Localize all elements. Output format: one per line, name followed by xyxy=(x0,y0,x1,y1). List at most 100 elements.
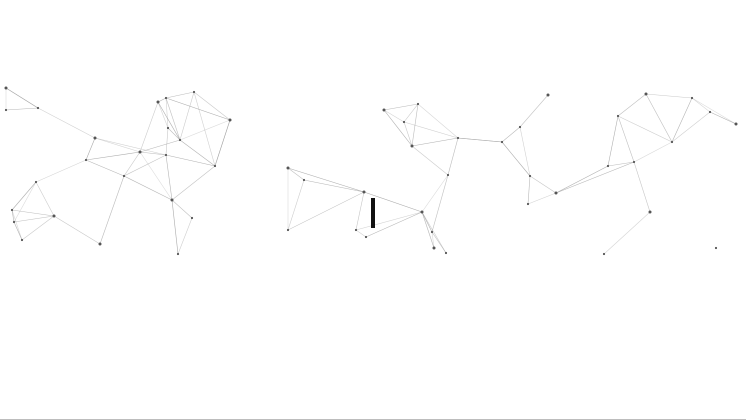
network-node xyxy=(228,118,232,122)
network-edge xyxy=(53,215,101,245)
network-edge xyxy=(13,181,37,223)
network-node xyxy=(170,198,174,202)
network-node xyxy=(528,174,532,178)
network-edge xyxy=(411,103,419,147)
network-node xyxy=(20,238,24,242)
network-edge xyxy=(11,181,37,211)
network-edge xyxy=(403,103,419,123)
network-edge xyxy=(11,209,23,241)
network-edge xyxy=(617,115,673,143)
network-node xyxy=(178,138,182,142)
network-edge xyxy=(177,217,193,255)
network-edge xyxy=(179,91,195,141)
text-cursor xyxy=(371,198,375,228)
network-node xyxy=(518,125,522,129)
network-edge xyxy=(431,231,435,249)
network-edge xyxy=(383,109,405,123)
network-edge xyxy=(431,231,447,254)
network-node xyxy=(500,140,504,144)
network-node xyxy=(546,93,550,97)
network-edge xyxy=(365,211,423,238)
network-edge xyxy=(85,159,125,177)
network-node xyxy=(362,190,366,194)
network-node xyxy=(122,174,126,178)
network-node xyxy=(52,214,56,218)
network-node xyxy=(164,153,168,157)
network-node xyxy=(286,228,290,232)
network-edge xyxy=(431,174,449,233)
network-edge xyxy=(403,121,459,139)
network-edge xyxy=(287,167,305,181)
network-node xyxy=(176,252,180,256)
network-node xyxy=(606,164,610,168)
network-edge xyxy=(193,91,231,121)
network-node xyxy=(12,220,16,224)
network-edge xyxy=(691,97,737,125)
network-edge xyxy=(11,209,55,217)
network-node xyxy=(4,108,8,112)
network-node xyxy=(616,114,620,118)
network-edge xyxy=(179,139,216,167)
network-node xyxy=(734,122,738,126)
network-edge xyxy=(165,97,181,141)
network-edge xyxy=(633,161,651,213)
network-node xyxy=(364,235,368,239)
network-edge xyxy=(165,154,173,201)
network-edge xyxy=(35,159,87,183)
network-edge xyxy=(287,179,305,231)
network-edge xyxy=(501,126,521,143)
network-node xyxy=(430,230,434,234)
network-edge xyxy=(85,137,96,161)
network-edge xyxy=(214,119,231,167)
network-edge xyxy=(527,175,531,205)
network-edges xyxy=(5,87,737,255)
network-node xyxy=(156,100,160,104)
network-edge xyxy=(527,192,557,205)
network-node xyxy=(402,120,406,124)
network-edge xyxy=(617,93,647,117)
network-node xyxy=(190,216,194,220)
network-edge xyxy=(617,115,635,163)
network-node xyxy=(166,126,170,130)
network-node xyxy=(690,96,694,100)
network-edge xyxy=(287,191,365,231)
network-edge xyxy=(165,97,231,121)
network-edge xyxy=(421,211,447,254)
network-edge xyxy=(645,93,673,143)
network-edge xyxy=(171,199,179,255)
network-edge xyxy=(529,175,557,194)
network-edge xyxy=(607,161,635,167)
network-node xyxy=(714,246,718,250)
network-edge xyxy=(671,97,693,143)
network-node xyxy=(302,178,306,182)
network-nodes xyxy=(4,86,738,256)
network-node xyxy=(456,136,460,140)
network-edge xyxy=(139,139,181,153)
network-node xyxy=(382,108,386,112)
network-edge xyxy=(417,103,459,139)
network-edge xyxy=(383,109,413,147)
network-edge xyxy=(123,175,173,201)
network-edge xyxy=(457,137,503,143)
network-edge xyxy=(383,103,419,111)
network-edge xyxy=(139,151,173,201)
network-edge xyxy=(519,94,549,128)
network-edge xyxy=(603,211,651,255)
network-edge xyxy=(403,121,413,147)
network-node xyxy=(93,136,97,140)
network-edge xyxy=(165,91,195,99)
network-node xyxy=(213,164,217,168)
network-node xyxy=(670,140,674,144)
network-edge xyxy=(139,151,167,156)
network-node xyxy=(602,252,606,256)
network-node xyxy=(554,191,558,195)
network-edge xyxy=(94,137,167,156)
network-node xyxy=(98,242,102,246)
network-edge xyxy=(287,167,365,193)
network-edge xyxy=(85,151,141,161)
network-edge xyxy=(5,107,39,111)
network-edge xyxy=(157,101,169,129)
network-node xyxy=(632,160,636,164)
network-edge xyxy=(37,107,96,139)
